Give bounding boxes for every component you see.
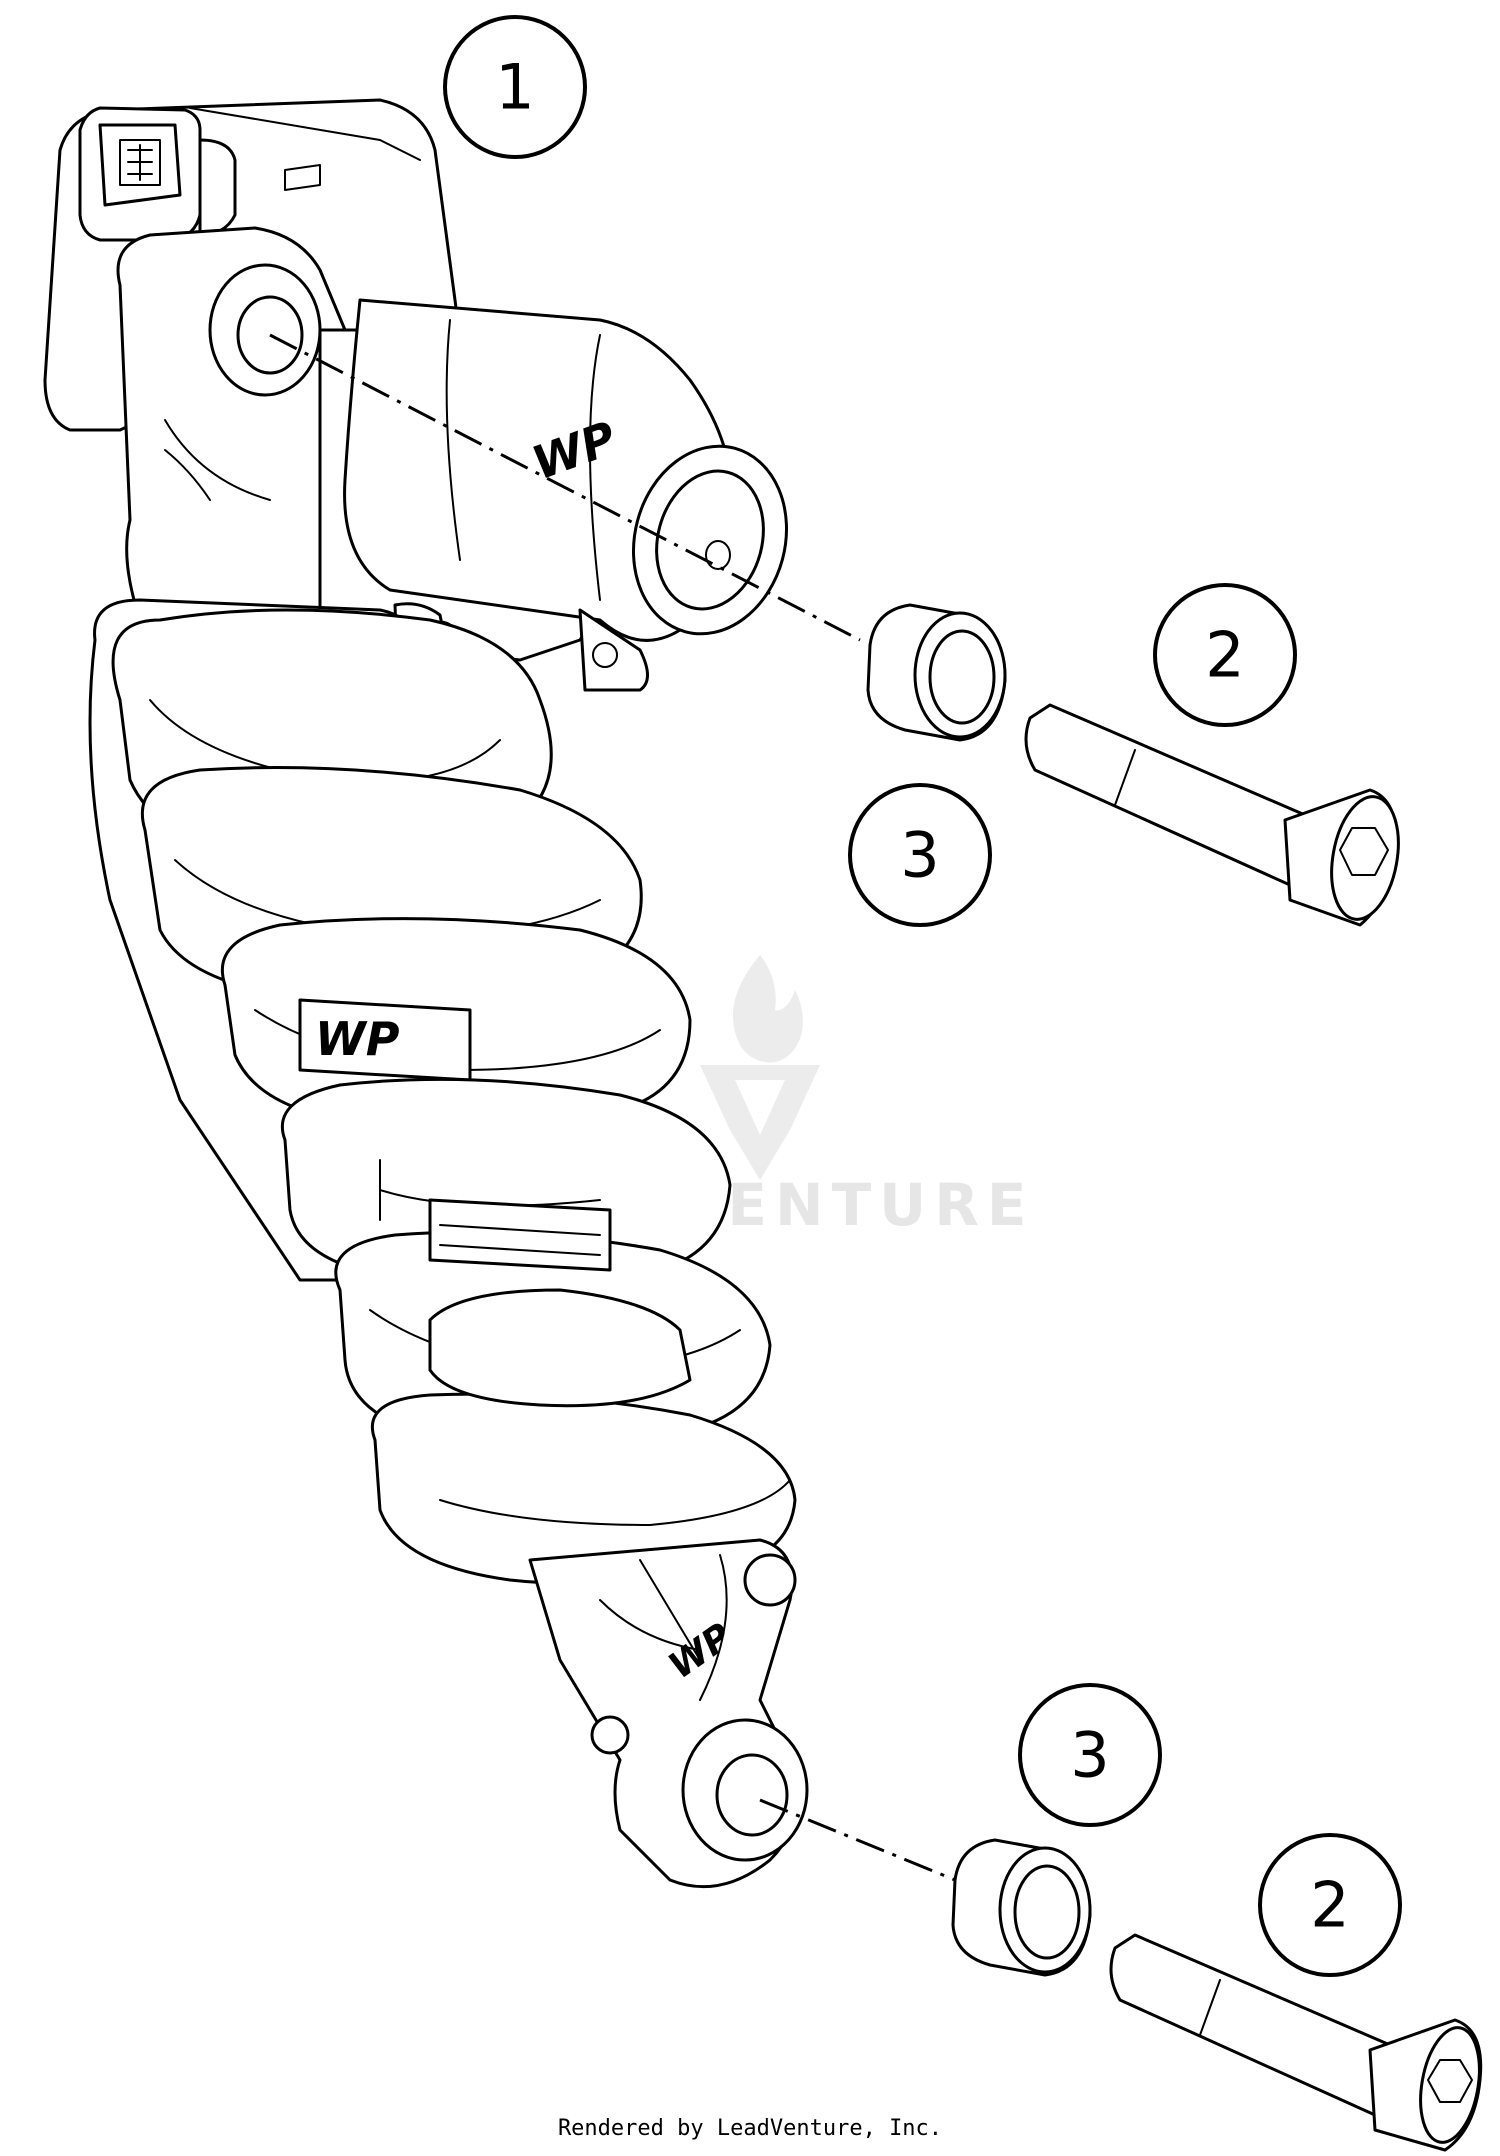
callout-3-upper: 3 bbox=[848, 783, 992, 927]
watermark-flame-icon bbox=[732, 955, 803, 1063]
callout-1: 1 bbox=[443, 15, 587, 159]
bushing-lower bbox=[951, 1838, 1092, 1977]
footer-credit: Rendered by LeadVenture, Inc. bbox=[557, 2116, 943, 2141]
lower-spring-seat bbox=[428, 1288, 692, 1408]
electrical-connector bbox=[78, 106, 237, 242]
callout-3-lower: 3 bbox=[1018, 1683, 1162, 1827]
callout-number: 1 bbox=[495, 51, 534, 124]
upper-mount-axis bbox=[269, 333, 861, 642]
callout-2-lower: 2 bbox=[1258, 1833, 1402, 1977]
callout-number: 2 bbox=[1205, 619, 1244, 692]
callout-2-upper: 2 bbox=[1153, 583, 1297, 727]
watermark-v-icon bbox=[700, 1065, 820, 1180]
shock-absorber: WP WP bbox=[43, 98, 809, 1889]
callout-number: 2 bbox=[1310, 1869, 1349, 1942]
screw-upper bbox=[1024, 703, 1400, 927]
callout-number: 3 bbox=[1070, 1719, 1109, 1792]
lower-mount-axis bbox=[759, 1798, 956, 1882]
callout-number: 3 bbox=[900, 819, 939, 892]
spring-seat-wp-logo: WP bbox=[315, 1012, 400, 1066]
bushing-upper bbox=[866, 603, 1007, 742]
coil-spring bbox=[111, 608, 692, 1130]
screw-lower bbox=[1109, 1933, 1483, 2152]
